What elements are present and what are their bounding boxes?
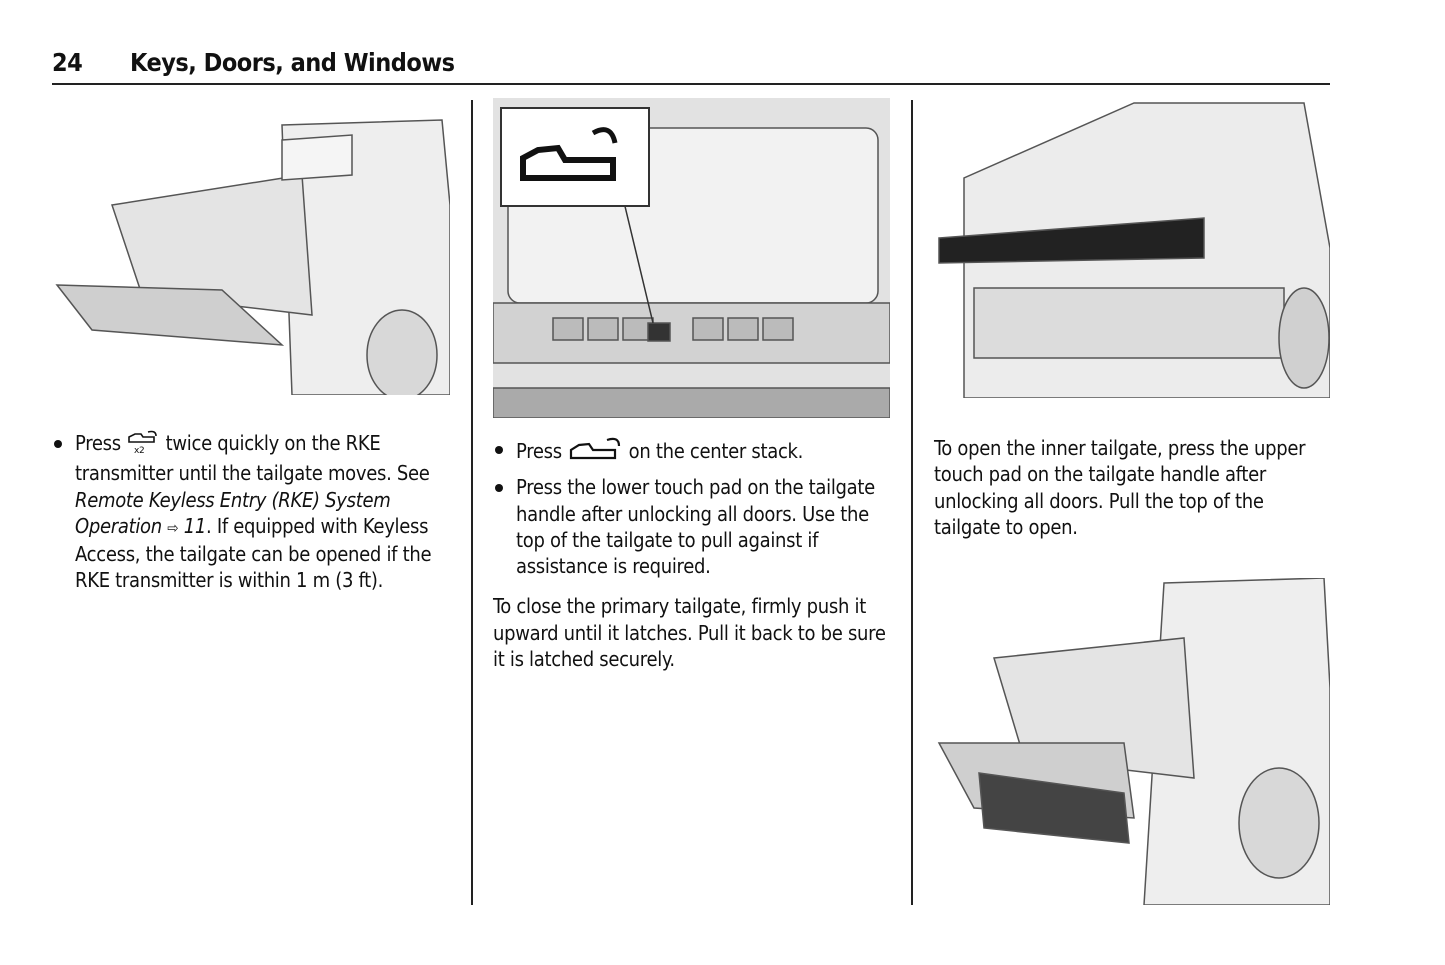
page-reference[interactable]: 11	[183, 513, 207, 538]
column-1-text: Press x2 twice quickly on the RKE transm…	[52, 430, 452, 600]
column-2-text: Press on the center stack. Press the low…	[493, 436, 893, 682]
inner-tailgate-paragraph: To open the inner tailgate, press the up…	[934, 436, 1306, 539]
text: twice quickly on the RKE transmitter unt…	[75, 431, 430, 486]
tailgate-icon	[567, 436, 623, 468]
truck-inner-tailgate-open-illustration	[934, 578, 1330, 905]
column-3-text: To open the inner tailgate, press the up…	[934, 435, 1330, 550]
text: . If equipped with Keyless Access, the t…	[75, 513, 432, 593]
page-ref-arrow-icon: ⇨	[167, 518, 179, 537]
page-number: 24	[52, 48, 83, 77]
bullet-rke-tailgate: Press x2 twice quickly on the RKE transm…	[52, 430, 452, 594]
truck-tailgate-open-illustration	[52, 115, 450, 395]
page-header: 24 Keys, Doors, and Windows	[52, 48, 455, 77]
cross-reference-link[interactable]: Remote Keyless Entry (RKE) System Operat…	[75, 487, 391, 538]
text: Press	[516, 439, 562, 463]
center-stack-illustration	[493, 98, 890, 418]
column-divider	[911, 100, 913, 905]
close-tailgate-paragraph: To close the primary tailgate, firmly pu…	[493, 594, 886, 672]
column-divider	[471, 100, 473, 905]
bullet-center-stack: Press on the center stack.	[493, 436, 893, 468]
header-rule	[52, 83, 1330, 85]
text: Press	[75, 431, 121, 455]
text: on the center stack.	[628, 439, 804, 463]
truck-rear-inner-tailgate-illustration	[934, 98, 1330, 398]
svg-text:x2: x2	[134, 446, 144, 454]
tailgate-remote-icon: x2	[126, 430, 160, 460]
page-title: Keys, Doors, and Windows	[130, 48, 455, 77]
bullet-touch-pad: Press the lower touch pad on the tailgat…	[493, 474, 893, 579]
